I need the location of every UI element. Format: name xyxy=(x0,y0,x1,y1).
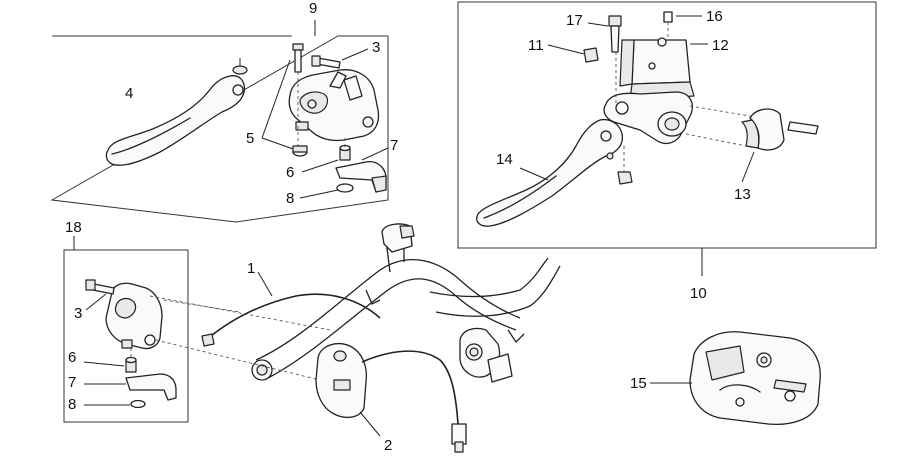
callout-10: 10 xyxy=(690,285,707,302)
washer-part-8-lower xyxy=(84,399,146,409)
screw-part-5 xyxy=(261,43,304,151)
clutch-cable-part-1 xyxy=(201,271,381,347)
bolt-part-3-top xyxy=(311,48,369,69)
callout-6-lower: 6 xyxy=(68,349,76,366)
throttle-housing-part-15 xyxy=(650,331,821,426)
bolt-part-3-lower xyxy=(85,279,115,311)
screw-part-16 xyxy=(663,11,702,40)
adjuster-part-7-lower xyxy=(84,373,177,401)
group-18-frame xyxy=(63,236,189,423)
master-cylinder-part-12 xyxy=(603,37,708,145)
callout-5: 5 xyxy=(246,130,254,147)
spacer-part-6-lower xyxy=(83,348,137,373)
brake-lever-part-14 xyxy=(476,118,624,227)
clamp-part-13 xyxy=(685,105,819,183)
bolt-part-17 xyxy=(587,15,622,104)
callout-3-lower: 3 xyxy=(74,305,82,322)
clutch-bracket-part-18 xyxy=(105,282,163,350)
adjuster-part-7-top xyxy=(335,147,389,193)
callout-6-top: 6 xyxy=(286,164,294,181)
callout-16: 16 xyxy=(706,8,723,25)
callout-9: 9 xyxy=(309,0,317,17)
callout-14: 14 xyxy=(496,151,513,168)
callout-2: 2 xyxy=(384,437,392,454)
callout-17: 17 xyxy=(566,12,583,29)
handlebar-assembly xyxy=(149,223,561,383)
lever-nut-part xyxy=(617,146,633,185)
clutch-lever-part-4 xyxy=(105,58,248,166)
nut-part-5 xyxy=(292,145,308,157)
callout-15: 15 xyxy=(630,375,647,392)
callout-7-top: 7 xyxy=(390,137,398,154)
group-10-frame xyxy=(457,1,877,276)
callout-3-top: 3 xyxy=(372,39,380,56)
switch-part-2 xyxy=(315,343,467,453)
callout-13: 13 xyxy=(734,186,751,203)
washer-part-8-top xyxy=(299,183,354,199)
callout-4: 4 xyxy=(125,85,133,102)
callout-8-top: 8 xyxy=(286,190,294,207)
nut-part-11 xyxy=(547,44,599,63)
group-9-frame xyxy=(50,20,389,223)
clutch-bracket-part xyxy=(288,69,380,142)
callout-12: 12 xyxy=(712,37,729,54)
callout-11: 11 xyxy=(528,37,544,54)
callout-1: 1 xyxy=(247,260,255,277)
callout-18: 18 xyxy=(65,219,82,236)
spacer-part-6-top xyxy=(301,138,351,173)
callout-7-lower: 7 xyxy=(68,374,76,391)
callout-8-lower: 8 xyxy=(68,396,76,413)
